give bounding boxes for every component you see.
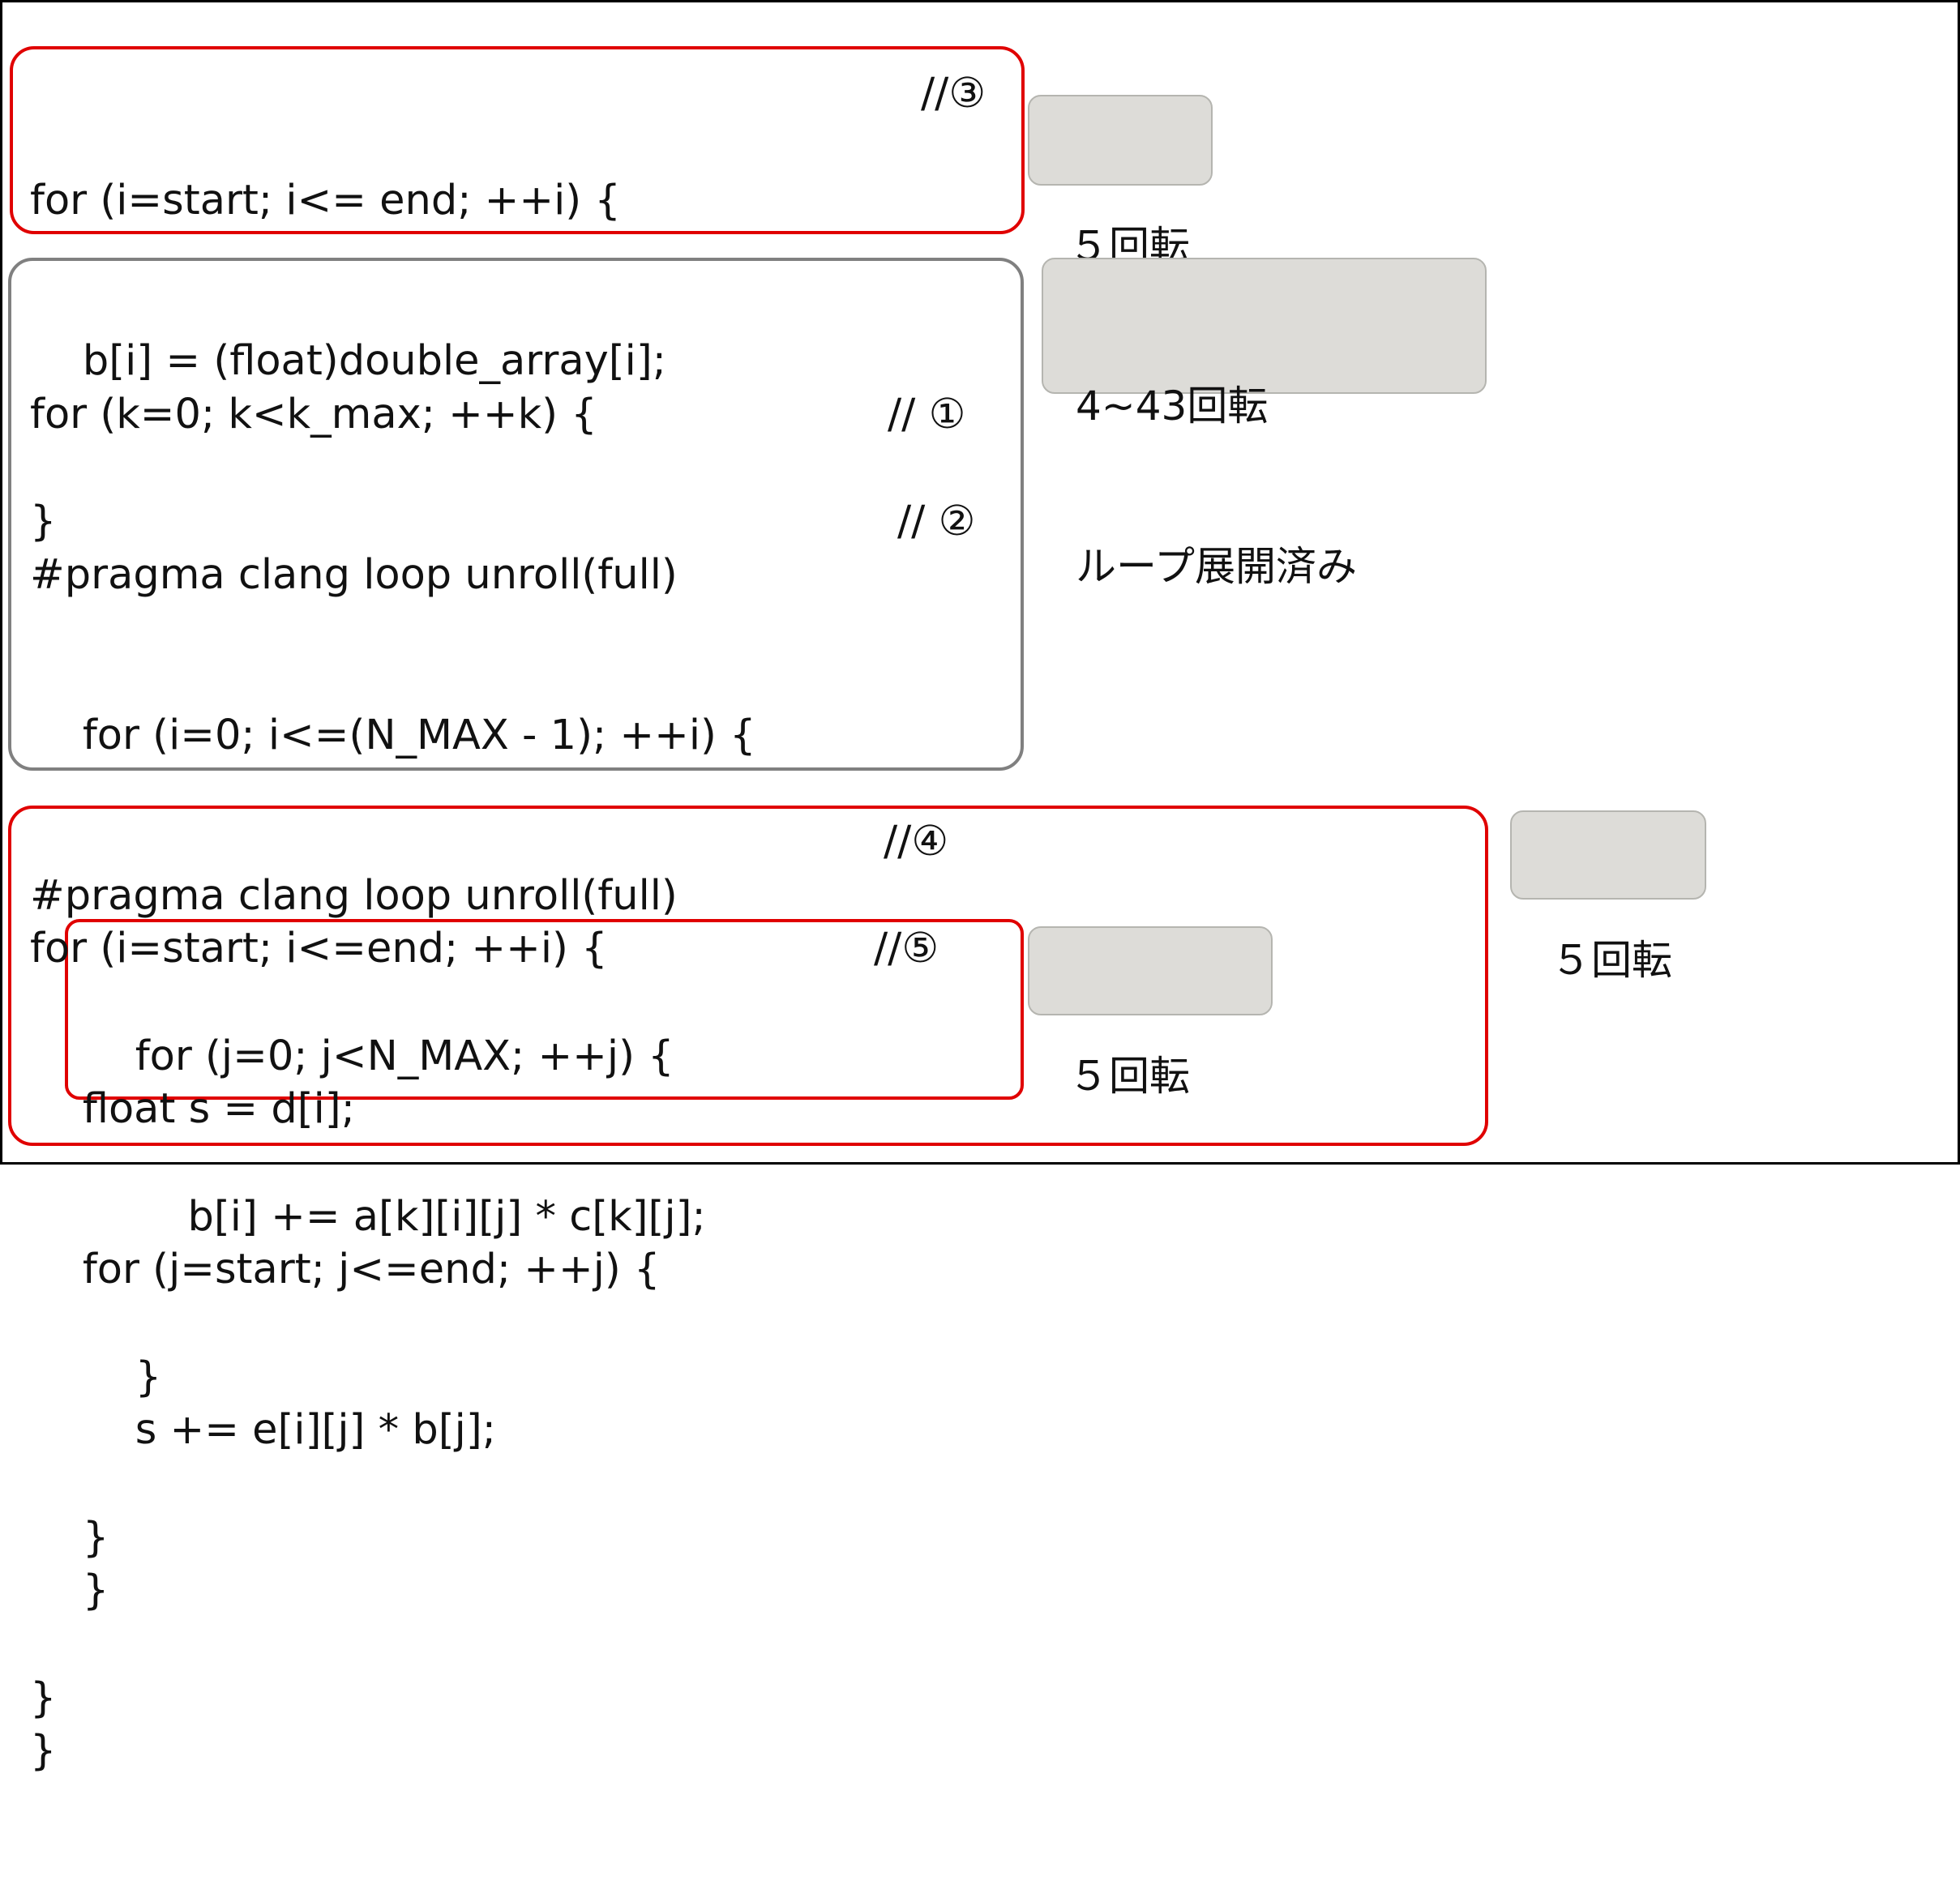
code-line: b[i] = (float)double_array[i]; xyxy=(30,337,666,385)
code-line: for (i=start; i<= end; ++i) { xyxy=(30,177,621,224)
loop5-comment: //⑤ xyxy=(874,925,939,972)
nested-loop-iteration-note: 4~43回転 ループ展開済み xyxy=(1042,258,1487,590)
code-line: #pragma clang loop unroll(full) xyxy=(30,551,678,599)
note-text: 4~43回転 xyxy=(1076,383,1269,430)
loop3-iteration-note: ５回転 xyxy=(1028,95,1213,270)
loop4-iteration-note: ５回転 xyxy=(1510,810,1706,984)
code-line: } xyxy=(30,498,57,545)
note-text: ５回転 xyxy=(1551,937,1672,984)
loop4-highlight-box xyxy=(8,806,1488,1146)
code-line: for (j=start; j<=end; ++j) { xyxy=(30,1246,661,1293)
code-line: } xyxy=(30,1567,109,1614)
loop5-iteration-note: ５回転 xyxy=(1028,926,1273,1100)
loop4-comment: //④ xyxy=(884,818,949,866)
loop3-code: for (i=start; i<= end; ++i) { b[i] = (fl… xyxy=(30,67,666,656)
loop3-highlight-box xyxy=(10,46,1025,234)
code-line: s += e[i][j] * b[j]; xyxy=(30,1406,496,1454)
code-line: for (i=start; i<=end; ++i) { xyxy=(30,925,608,972)
note-text: ５回転 xyxy=(1068,1053,1190,1100)
code-line: float s = d[i]; xyxy=(30,1085,355,1133)
code-line: } xyxy=(30,1727,57,1775)
loop5-highlight-box xyxy=(65,919,1024,1100)
code-line: for (k=0; k<k_max; ++k) { xyxy=(30,391,597,438)
diagram-frame: for (i=start; i<= end; ++i) { b[i] = (fl… xyxy=(0,0,1960,1775)
code-line: for (i=0; i<=(N_MAX - 1); ++i) { xyxy=(30,712,756,759)
note-text: ループ展開済み xyxy=(1076,543,1357,590)
loop1-comment: // ① xyxy=(888,391,966,438)
loop3-comment: //③ xyxy=(921,70,986,118)
loop2-comment: // ② xyxy=(897,498,976,545)
nested-loop-box xyxy=(8,258,1024,771)
loop4-code: for (i=start; i<=end; ++i) { float s = d… xyxy=(30,815,660,1885)
code-line: #pragma clang loop unroll(full) xyxy=(30,872,678,920)
code-line: for (j=0; j<N_MAX; ++j) { xyxy=(30,1032,674,1080)
